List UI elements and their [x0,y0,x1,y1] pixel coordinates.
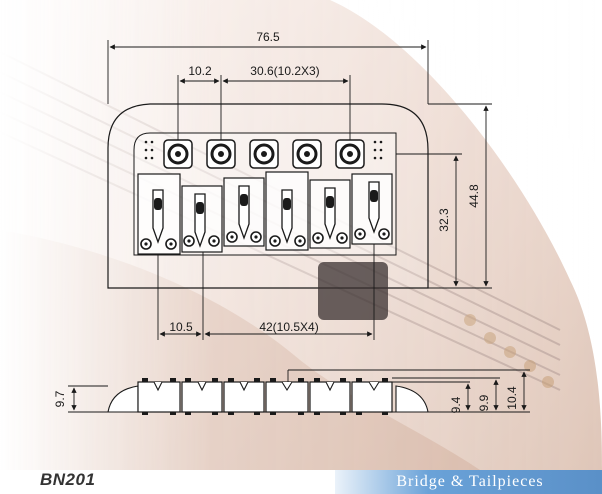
dim-saddle-offset: 10.5 [169,320,193,334]
dim-saddle-travel: 42(10.5X4) [259,320,318,334]
section-banner [335,470,602,494]
mount-screw [318,262,388,320]
dim-overall-depth: 44.8 [467,184,481,208]
dim-side-height-b: 9.9 [477,394,491,411]
dim-side-height-a: 9.4 [449,396,463,413]
dim-string-spacing: 30.6(10.2X3) [250,64,319,78]
dim-first-string-offset: 10.2 [188,64,212,78]
dim-side-height-left: 9.7 [53,390,67,407]
dim-side-height-c: 10.4 [505,386,519,410]
saddles [137,171,393,255]
dim-inner-depth: 32.3 [437,208,451,232]
dimension-lines [107,40,492,340]
bridge-top-view [107,103,429,320]
string-holes [144,139,383,169]
model-number: BN201 [40,470,96,489]
section-title: Bridge & Tailpieces [396,473,544,490]
side-dimension-lines [68,369,530,413]
dim-overall-width: 76.5 [256,30,280,44]
bridge-side-view [107,378,429,415]
